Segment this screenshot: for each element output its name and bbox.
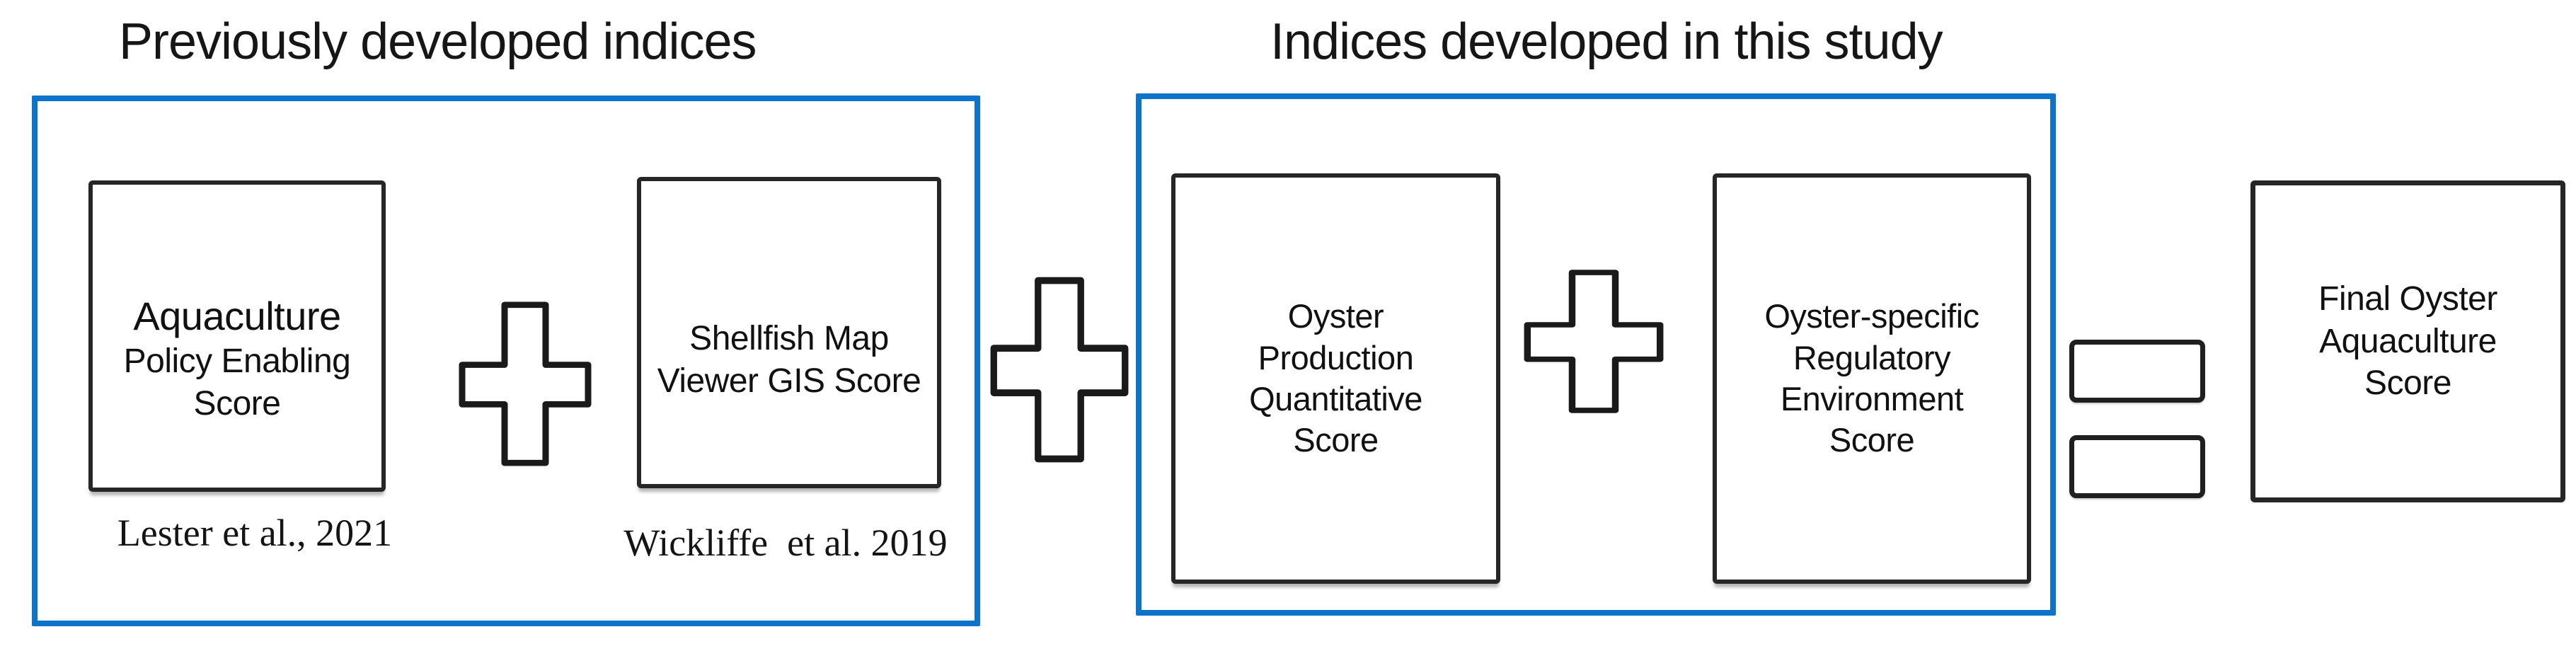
box-shellfish-map-viewer-gis-score: Shellfish Map Viewer GIS Score — [637, 177, 941, 488]
equals-bar — [2069, 340, 2205, 403]
box-line: Aquaculture — [2319, 322, 2497, 360]
box-line: Score — [193, 384, 281, 422]
box-aquaculture-policy-enabling-score: Aquaculture Policy Enabling Score — [88, 180, 386, 492]
box-oyster-specific-regulatory-environment-score: Oyster-specific Regulatory Environment S… — [1713, 173, 2031, 584]
box-line: Final Oyster — [2318, 280, 2497, 318]
plus-icon — [1524, 270, 1664, 413]
citation-wickliffe-2019: Wickliffe et al. 2019 — [623, 522, 948, 564]
box-line: Production — [1258, 338, 1414, 376]
box-line: Score — [1829, 421, 1915, 459]
plus-icon — [990, 277, 1129, 463]
equals-bar — [2069, 435, 2205, 498]
group2-title: Indices developed in this study — [1270, 13, 1943, 70]
box-line: Oyster — [1287, 297, 1384, 335]
box-line: Aquaculture — [133, 293, 341, 338]
box-line: Environment — [1780, 380, 1964, 417]
box-line: Score — [1293, 421, 1379, 459]
box-line: Regulatory — [1793, 338, 1951, 376]
citation-lester-2021: Lester et al., 2021 — [117, 512, 393, 554]
box-line: Quantitative — [1249, 380, 1422, 417]
box-oyster-production-quantitative-score: Oyster Production Quantitative Score — [1171, 173, 1500, 584]
box-line: Shellfish Map — [689, 320, 889, 358]
box-line: Policy Enabling — [123, 342, 351, 381]
group1-frame — [32, 96, 980, 626]
box-line: Score — [2364, 364, 2451, 403]
box-line: Oyster-specific — [1764, 297, 1979, 335]
plus-icon — [459, 301, 592, 466]
box-final-oyster-aquaculture-score: Final Oyster Aquaculture Score — [2250, 180, 2565, 502]
group2-frame — [1136, 93, 2056, 616]
group1-title: Previously developed indices — [119, 13, 757, 70]
equals-icon — [2069, 340, 2205, 498]
box-line: Viewer GIS Score — [657, 362, 921, 400]
